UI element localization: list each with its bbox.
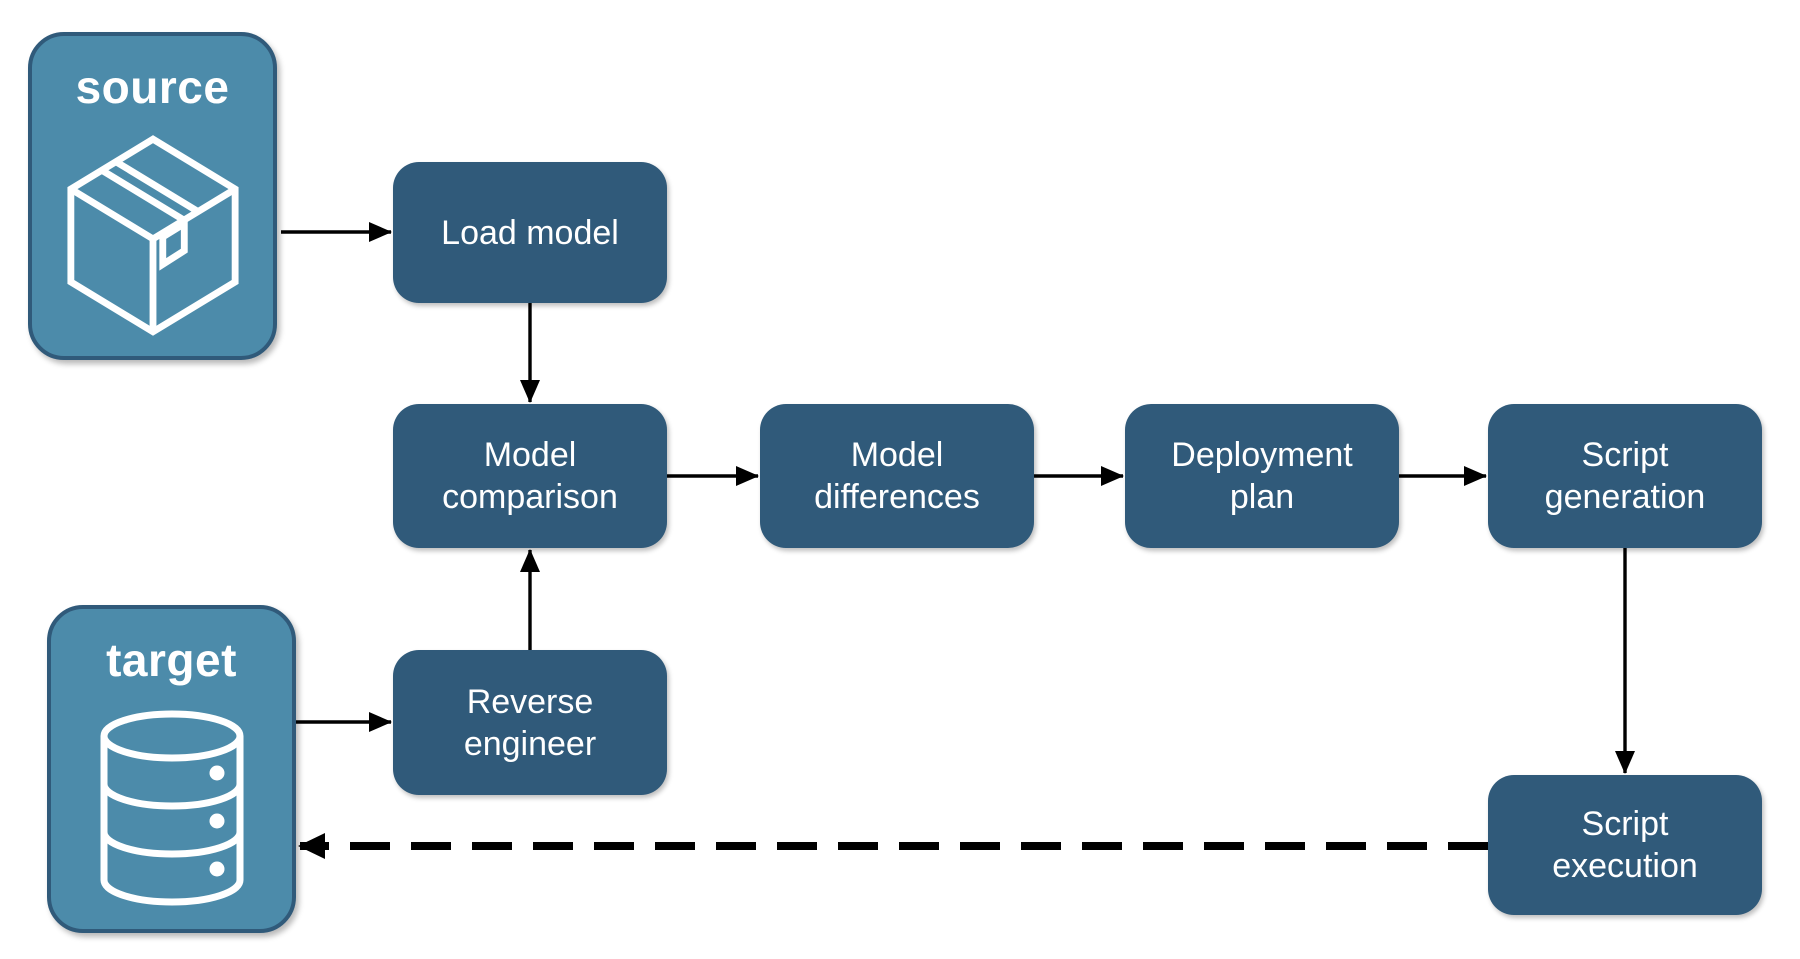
model-differences-label: Model differences <box>814 436 980 516</box>
model-comparison-label: Model comparison <box>442 436 618 516</box>
node-model-comparison: Model comparison <box>393 404 667 548</box>
node-script-execution: Script execution <box>1488 775 1762 915</box>
script-execution-label: Script execution <box>1552 805 1698 885</box>
target-label: target <box>106 634 237 686</box>
node-reverse-engineer: Reverse engineer <box>393 650 667 795</box>
node-script-generation: Script generation <box>1488 404 1762 548</box>
package-icon <box>32 114 273 356</box>
node-model-differences: Model differences <box>760 404 1034 548</box>
node-source: source <box>28 32 277 360</box>
node-load-model: Load model <box>393 162 667 303</box>
node-target: target <box>47 605 296 933</box>
reverse-engineer-label: Reverse engineer <box>463 682 597 763</box>
database-icon <box>51 687 292 929</box>
node-deployment-plan: Deployment plan <box>1125 404 1399 548</box>
script-generation-label: Script generation <box>1544 436 1706 516</box>
load-model-label: Load model <box>441 213 619 252</box>
source-label: source <box>75 61 230 113</box>
deployment-plan-label: Deployment plan <box>1171 436 1353 516</box>
